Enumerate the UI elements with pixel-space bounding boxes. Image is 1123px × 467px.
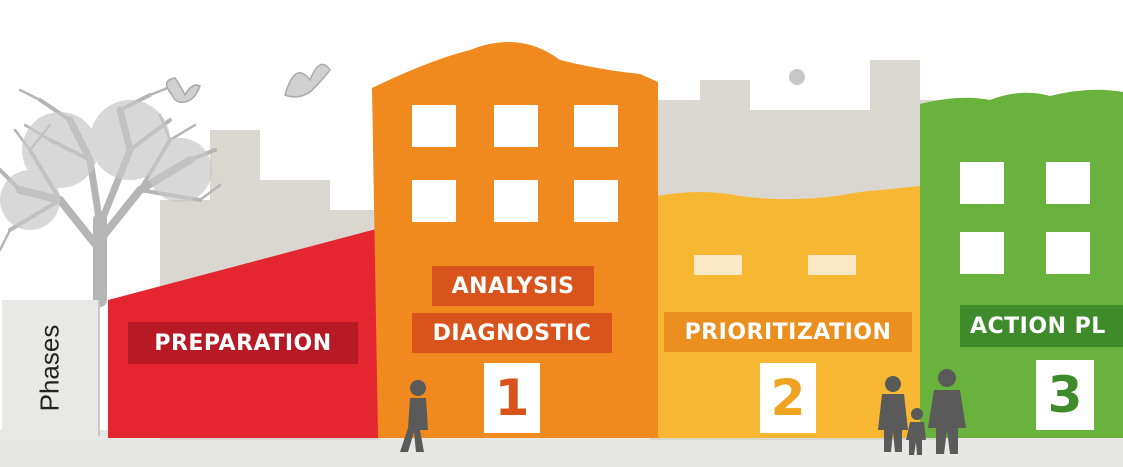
- phases-column: Phases: [2, 300, 100, 436]
- phase-label-analysis-line2: DIAGNOSTIC: [412, 313, 612, 353]
- phase-label-action-plan: ACTION PL: [960, 305, 1123, 347]
- windows: [412, 105, 1090, 275]
- family-icon: [878, 369, 966, 455]
- phase-label-text: PREPARATION: [154, 330, 332, 356]
- phase-number-1: 1: [484, 363, 540, 433]
- phase-label-text: DIAGNOSTIC: [432, 320, 592, 346]
- phase-number-3: 3: [1036, 360, 1094, 430]
- phases-column-label: Phases: [34, 324, 65, 412]
- person-walking-icon: [400, 380, 428, 452]
- phase-number-2: 2: [760, 363, 816, 433]
- phase-label-preparation: PREPARATION: [128, 322, 358, 364]
- bird-icon: [284, 63, 331, 98]
- phase-label-text: PRIORITIZATION: [684, 319, 892, 345]
- phase-label-text: ACTION PL: [970, 313, 1106, 339]
- tree-foliage: [0, 100, 212, 230]
- phase-label-prioritization: PRIORITIZATION: [664, 312, 912, 352]
- moon-icon: [789, 69, 805, 85]
- phase-label-text: ANALYSIS: [451, 273, 575, 299]
- butterfly-icon: [166, 77, 201, 104]
- phase-label-analysis-line1: ANALYSIS: [432, 266, 594, 306]
